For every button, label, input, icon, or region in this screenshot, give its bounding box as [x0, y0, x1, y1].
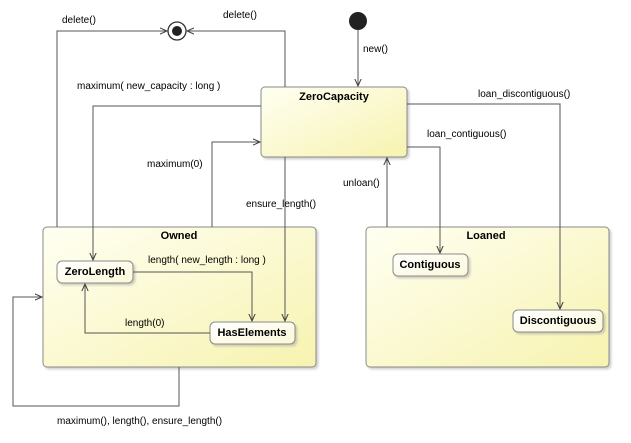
edge-delete-zero-capacity — [187, 31, 286, 87]
state-zero-length-title: ZeroLength — [65, 266, 126, 278]
edge-maximum-new-capacity — [93, 105, 261, 260]
state-discontiguous[interactable]: Discontiguous — [512, 309, 604, 333]
label-delete-right: delete() — [223, 10, 257, 21]
label-new: new() — [363, 44, 388, 55]
label-unloan: unloan() — [343, 178, 380, 189]
state-zero-length[interactable]: ZeroLength — [56, 260, 134, 284]
state-owned-title: Owned — [161, 230, 198, 242]
label-length-zero: length(0) — [125, 318, 164, 329]
state-loaned[interactable]: Loaned — [365, 226, 610, 368]
edge-self-loop — [12, 297, 180, 407]
label-delete-left: delete() — [62, 15, 96, 26]
state-has-elements-title: HasElements — [217, 327, 286, 339]
edge-loan-contiguous — [407, 146, 440, 253]
final-state-marker — [167, 21, 187, 41]
label-loan-contiguous: loan_contiguous() — [427, 129, 507, 140]
label-loan-discontiguous: loan_discontiguous() — [478, 89, 570, 100]
edge-length-new-length — [133, 271, 252, 321]
edge-maximum-zero — [211, 142, 260, 227]
edge-loan-discontiguous — [407, 103, 560, 309]
state-discontiguous-title: Discontiguous — [520, 315, 596, 327]
initial-state-marker — [349, 12, 367, 30]
state-zero-capacity-title: ZeroCapacity — [299, 91, 370, 103]
label-length-new-length: length( new_length : long ) — [148, 255, 266, 266]
state-zero-capacity[interactable]: ZeroCapacity — [260, 86, 408, 158]
state-loaned-title: Loaned — [466, 230, 505, 242]
edge-delete-owned — [56, 31, 167, 227]
state-has-elements[interactable]: HasElements — [209, 321, 296, 345]
state-owned[interactable]: Owned — [42, 226, 317, 368]
state-contiguous[interactable]: Contiguous — [392, 253, 469, 277]
label-maximum-zero: maximum(0) — [147, 159, 203, 170]
label-self-loop: maximum(), length(), ensure_length() — [57, 416, 222, 427]
edge-length-zero — [85, 284, 210, 334]
state-contiguous-title: Contiguous — [399, 259, 460, 271]
label-maximum-new-capacity: maximum( new_capacity : long ) — [77, 81, 220, 92]
label-ensure-length: ensure_length() — [246, 199, 316, 210]
